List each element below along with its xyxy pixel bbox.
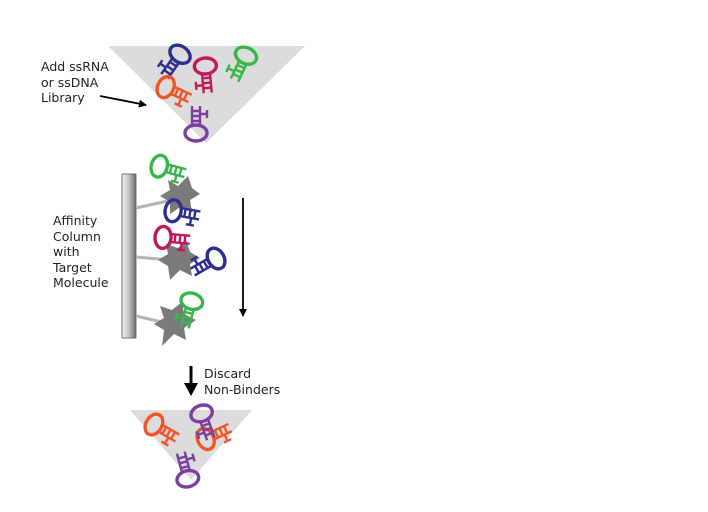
library-funnel bbox=[108, 46, 305, 143]
tether bbox=[135, 198, 173, 210]
affinity-column-label: Affinity Column with Target Molecule bbox=[53, 213, 109, 290]
add-library-arrow bbox=[99, 95, 147, 108]
discard-arrow-head bbox=[184, 383, 198, 396]
affinity-column bbox=[121, 173, 137, 339]
add-library-label: Add ssRNA or ssDNA Library bbox=[41, 59, 109, 105]
bound-aptamer-green bbox=[146, 151, 190, 186]
bound-aptamer-blue bbox=[185, 243, 231, 284]
target-molecule bbox=[160, 176, 200, 214]
target-molecule bbox=[158, 240, 200, 280]
target-molecule bbox=[154, 302, 196, 346]
discard-label: Discard Non-Binders bbox=[204, 366, 281, 397]
tether bbox=[135, 314, 163, 324]
